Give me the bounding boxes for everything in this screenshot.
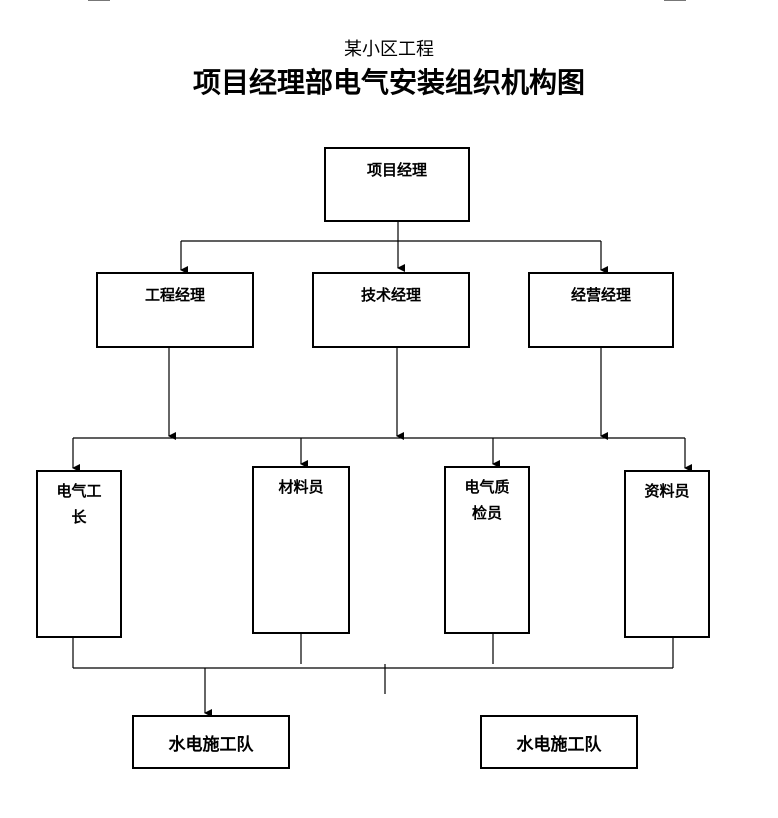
chart-subtitle: 某小区工程 [344,39,434,60]
page-corner-mark-left [88,0,110,1]
node-project-manager: 项目经理 [324,147,470,222]
chart-title: 项目经理部电气安装组织机构图 [192,66,585,99]
node-project-manager-label: 项目经理 [366,161,427,179]
node-electrical-inspector: 电气质检员 [444,466,530,634]
node-team-right: 水电施工队 [480,715,638,769]
node-material-clerk: 材料员 [252,466,350,634]
node-electrical-foreman: 电气工长 [36,470,122,638]
node-engineering-manager-label: 工程经理 [144,286,205,304]
node-engineering-manager: 工程经理 [96,272,254,348]
node-business-manager: 经营经理 [528,272,674,348]
node-material-clerk-label: 材料员 [278,478,324,496]
node-business-manager-label: 经营经理 [570,286,631,304]
node-electrical-inspector-label: 电气质检员 [464,478,510,522]
node-document-clerk-label: 资料员 [644,482,690,500]
page-corner-mark-right [664,0,686,1]
node-technical-manager-label: 技术经理 [360,286,421,304]
node-team-left-label: 水电施工队 [168,734,254,755]
node-technical-manager: 技术经理 [312,272,470,348]
node-electrical-foreman-label: 电气工长 [56,482,102,526]
node-team-right-label: 水电施工队 [516,734,602,755]
node-team-left: 水电施工队 [132,715,290,769]
node-document-clerk: 资料员 [624,470,710,638]
